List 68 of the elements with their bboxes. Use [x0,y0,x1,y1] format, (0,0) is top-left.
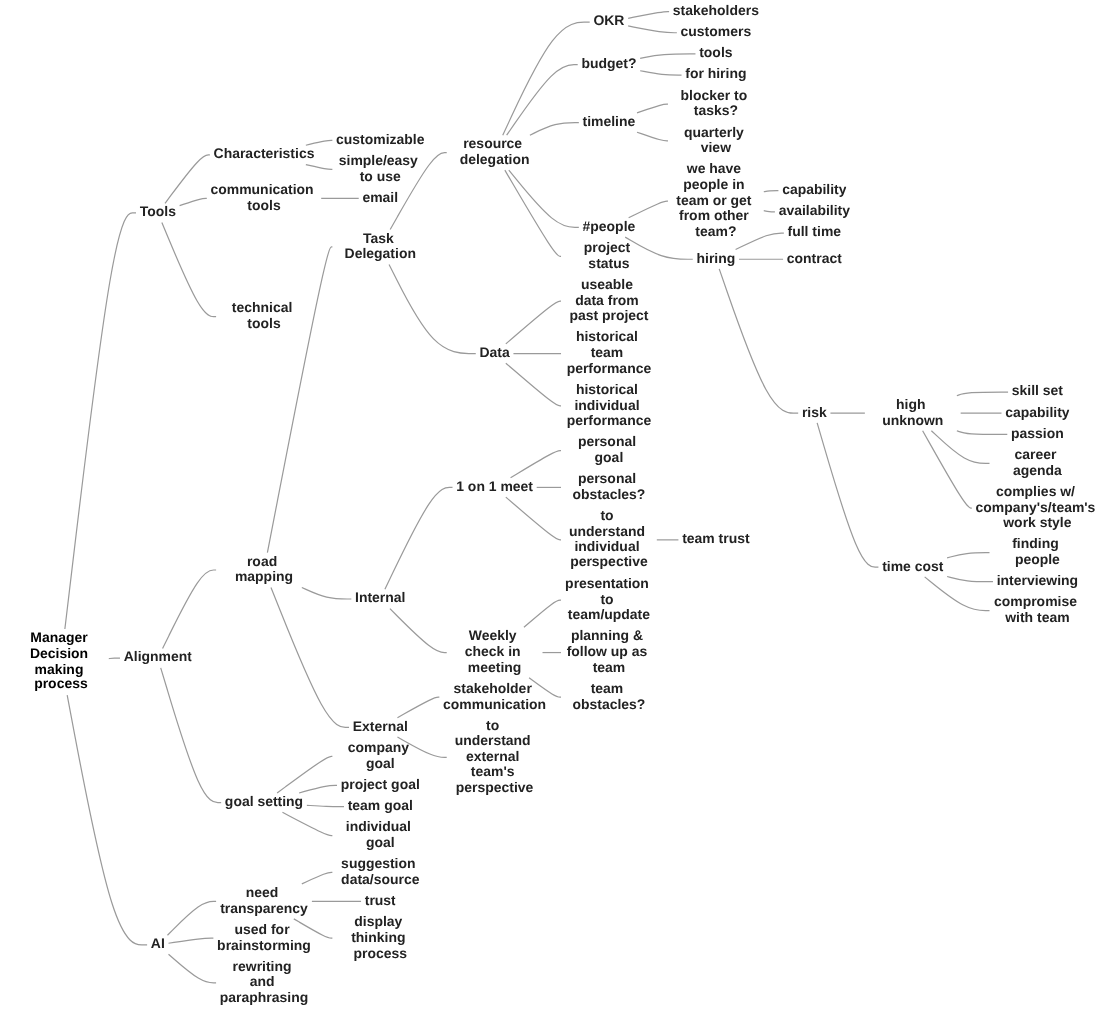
connector-line [639,70,683,76]
connector-line [160,667,222,804]
connector-line [624,236,694,260]
connector-line [956,391,1009,397]
connector-line [735,232,785,251]
connector-line [636,103,669,114]
connector-line [66,694,148,946]
connector-line [924,576,991,612]
connector-line [311,900,362,902]
connector-line [320,197,360,200]
connector-line [627,10,670,19]
connector-line [270,586,350,728]
connector-line [536,486,562,489]
connector-line [512,352,562,355]
connector-line [541,651,562,654]
connector-line [384,486,454,590]
connector-line [179,197,208,207]
connector-line [529,121,580,136]
connector-line [829,412,866,414]
connector-line [718,268,799,414]
connector-line [508,169,580,229]
connector-line [763,210,776,213]
connector-line [528,677,562,698]
connector-line [922,430,973,509]
connector-line [306,804,345,808]
connector-line [816,422,880,568]
connector-line [276,755,333,794]
connector-line [164,154,211,204]
connector-line [738,258,784,260]
connector-line [506,63,579,136]
connector-line [639,53,697,59]
connector-line [293,918,333,939]
connector-line [64,212,137,630]
connector-line [763,190,780,193]
connector-line [396,696,440,719]
connector-line [389,152,448,231]
connector-line [960,412,1003,414]
connector-line [161,569,217,650]
connector-line [523,599,562,628]
connector-line [167,937,214,944]
connector-line [305,139,333,146]
connector-line [505,362,562,407]
connector-line [930,430,991,465]
connector-line [266,246,333,554]
connector-line [301,586,352,600]
connector-line [388,263,477,355]
connector-line [305,163,333,171]
connector-line [505,496,562,541]
connector-line [627,25,678,34]
connector-line [166,900,217,936]
connector-line [956,430,1008,436]
connector-line [636,131,669,142]
connector-line [396,736,448,759]
connector-line [167,953,217,984]
connector-line [504,169,562,258]
connector-line [509,450,562,479]
connector-line [628,200,669,219]
connector-line [502,21,591,136]
connector-line [656,539,680,541]
connector-line [161,222,217,318]
connector-line [389,608,448,654]
connector-line [301,871,333,885]
connector-line [946,552,991,559]
connector-line [281,811,333,837]
connector-line [946,575,994,583]
connector-line [108,657,121,660]
connector-line [298,784,338,794]
connector-line [505,300,562,345]
